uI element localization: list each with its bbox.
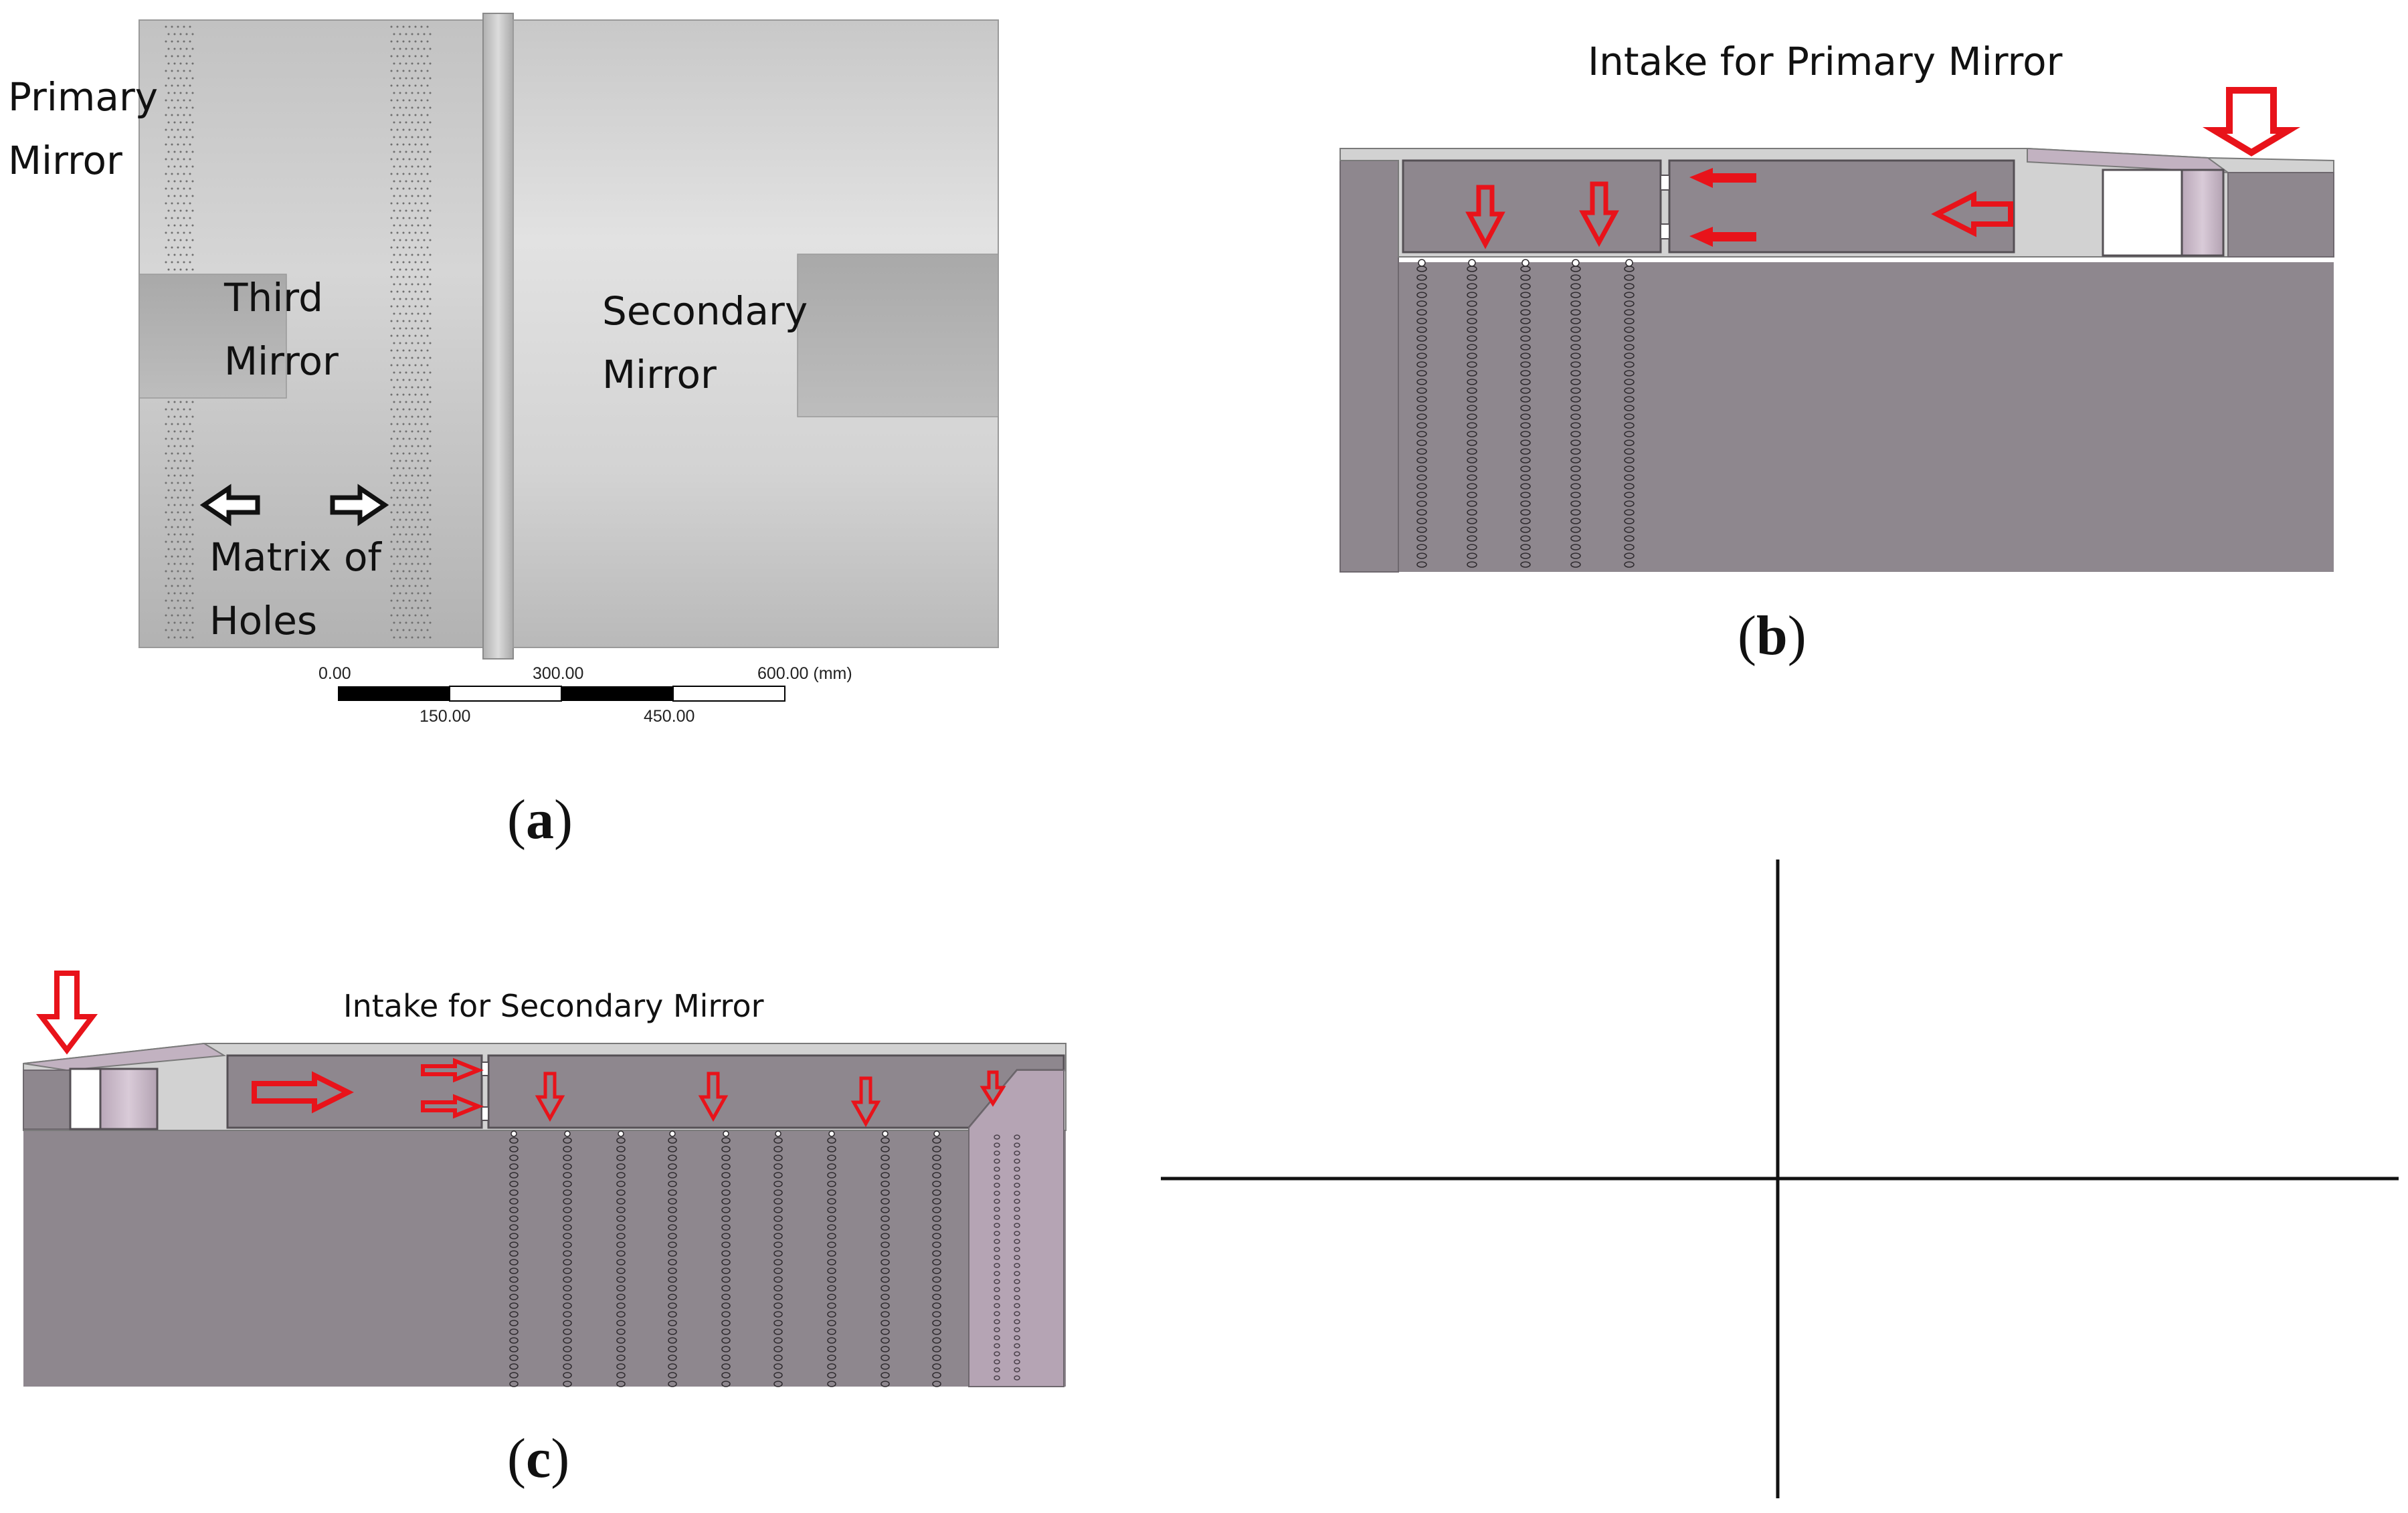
third-mirror-block [138, 274, 287, 399]
c-red-arrow-down-1 [535, 1072, 565, 1122]
c-intake-ramp [23, 1042, 227, 1072]
c-red-arrow-down-2 [698, 1072, 729, 1122]
scale-tick-150: 150.00 [420, 707, 470, 726]
panel-c-title: Intake for Secondary Mirror [343, 988, 764, 1024]
c-connector-1 [481, 1062, 489, 1076]
panel-a: Primary Mirror Third Mirror Secondary Mi… [8, 13, 999, 851]
svg-text:(b): (b) [1738, 605, 1807, 667]
c-red-arrow-down-large [35, 971, 98, 1055]
panel-b-title: Intake for Primary Mirror [1588, 39, 2063, 84]
right-arrow-icon [330, 484, 389, 526]
caption-b-letter: b [1756, 605, 1788, 667]
c-red-arrow-right-small-2 [421, 1094, 484, 1119]
b-right-block [2227, 172, 2334, 258]
b-chamber-left [1402, 159, 1662, 254]
b-red-arrow-left-small-1 [1689, 168, 1756, 188]
c-red-arrow-right-large [252, 1071, 354, 1114]
b-intake-gap [2102, 169, 2183, 257]
secondary-mirror-label-1: Secondary [602, 288, 808, 334]
c-intake-gap [69, 1068, 102, 1130]
panel-b: Intake for Primary Mirror (b) [1339, 39, 2334, 667]
b-red-arrow-down-large [2202, 87, 2301, 157]
c-red-arrow-right-small-1 [421, 1057, 484, 1083]
c-left-block [23, 1070, 71, 1130]
c-intake-filter [99, 1068, 159, 1130]
scale-tick-600: 600.00 (mm) [757, 664, 852, 683]
hole-matrix-c [509, 1130, 1020, 1387]
b-lower-body [1340, 262, 2334, 572]
holes-label-2: Holes [209, 598, 317, 643]
holes-label-1: Matrix of [209, 534, 383, 580]
b-connector-2 [1660, 223, 1670, 239]
scale-tick-450: 450.00 [644, 707, 694, 726]
b-red-arrow-down-1 [1465, 185, 1505, 249]
b-intake-filter [2181, 169, 2225, 257]
caption-c-letter: c [526, 1427, 551, 1490]
b-connector-1 [1660, 175, 1670, 191]
caption-c: (c) [507, 1427, 569, 1490]
b-red-arrow-left [1931, 191, 2013, 237]
c-red-arrow-down-4 [980, 1070, 1006, 1107]
scale-tick-300: 300.00 [533, 664, 583, 683]
b-red-arrow-left-small-2 [1689, 227, 1756, 247]
third-mirror-label-1: Third [223, 275, 323, 320]
b-red-arrow-down-2 [1579, 181, 1619, 247]
flange-ring [482, 13, 514, 660]
caption-a-letter: a [526, 789, 554, 851]
caption-b: (b) [1738, 605, 1807, 667]
c-connector-2 [481, 1106, 489, 1121]
third-mirror-label-2: Mirror [224, 338, 339, 384]
caption-a: (a) [507, 789, 573, 851]
svg-text:(a): (a) [507, 789, 573, 851]
c-diagonal-section [968, 1070, 1064, 1387]
scale-bar: 0.00 300.00 600.00 (mm) 150.00 450.00 [318, 664, 852, 726]
b-left-wall [1339, 148, 1399, 573]
secondary-mirror-block [797, 254, 999, 417]
primary-mirror-label-2: Mirror [8, 138, 122, 183]
left-arrow-icon [199, 484, 260, 526]
scale-tick-0: 0.00 [318, 664, 351, 683]
empty-axes-cross [1161, 860, 2399, 1498]
svg-text:(c): (c) [507, 1427, 569, 1490]
c-lower-body [23, 1129, 1066, 1387]
hole-matrix-b [1416, 259, 1635, 568]
secondary-mirror-label-2: Mirror [602, 352, 717, 397]
primary-mirror-label-1: Primary [8, 74, 158, 120]
panel-c: Intake for Secondary Mirror (c) [23, 971, 1067, 1490]
c-red-arrow-down-3 [850, 1076, 881, 1128]
hole-matrix-a [165, 25, 432, 639]
